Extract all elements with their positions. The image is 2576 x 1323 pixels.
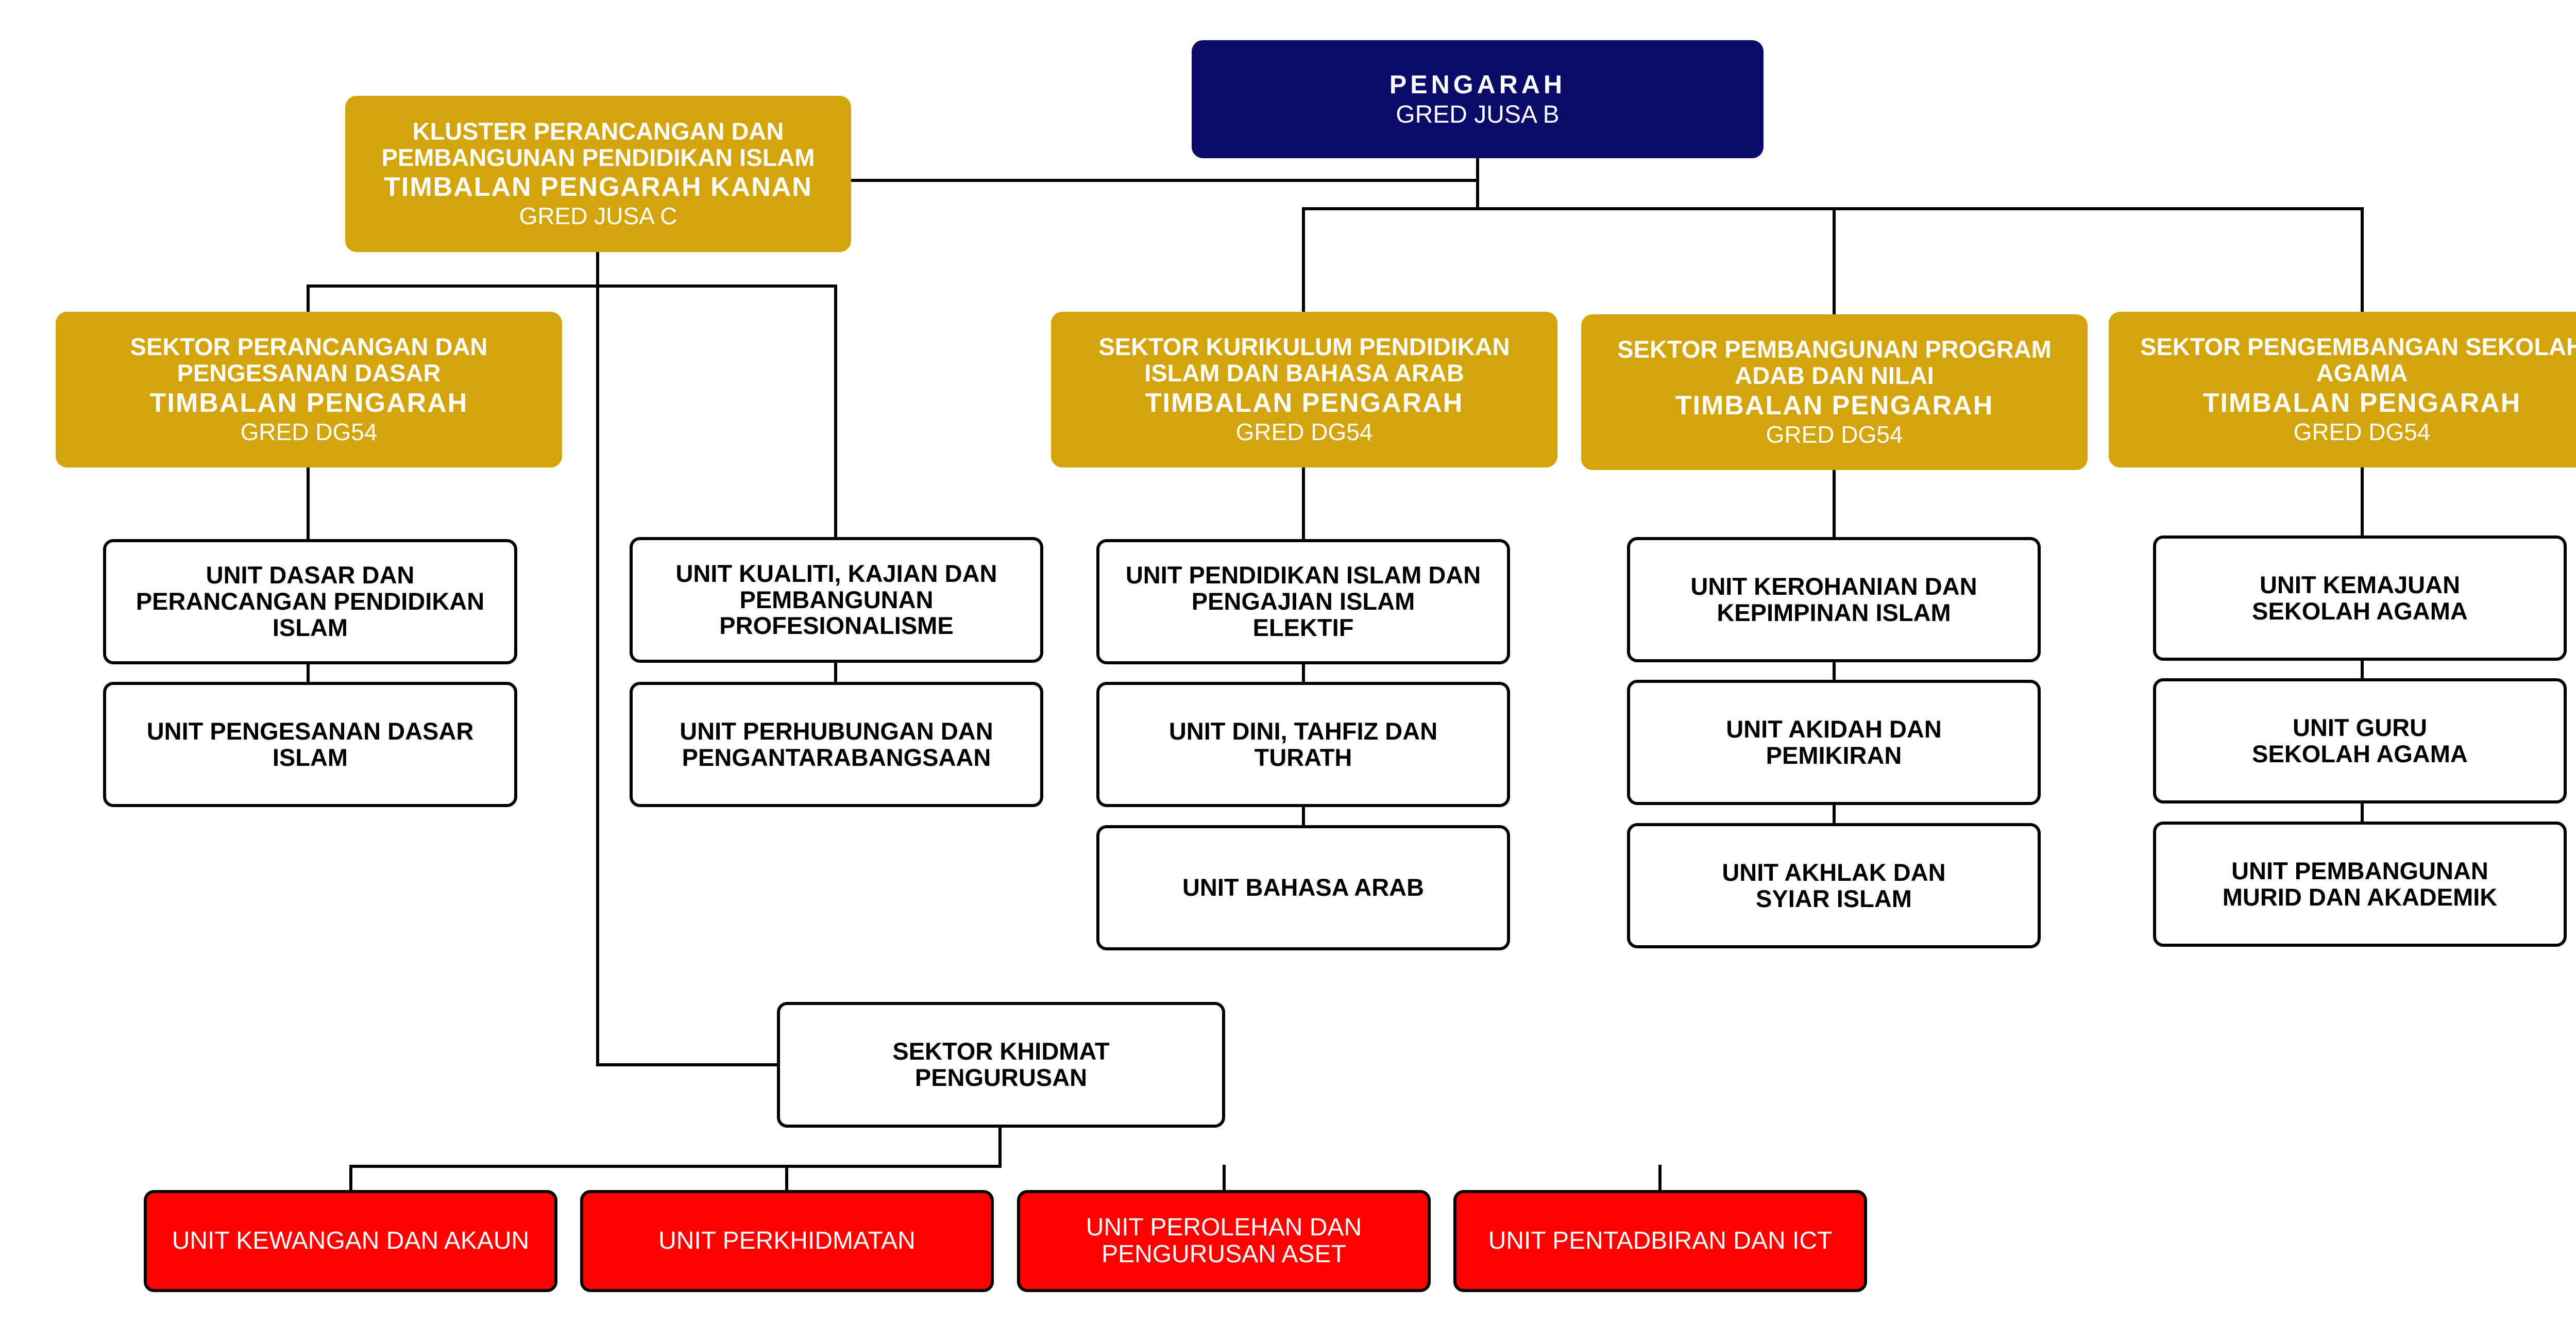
management-sector-name: SEKTOR KHIDMAT PENGURUSAN xyxy=(892,1037,1110,1091)
connector-management-units xyxy=(349,1124,1662,1192)
unit-name: UNIT PENTADBIRAN DAN ICT xyxy=(1488,1227,1833,1255)
unit-name: UNIT PENDIDIKAN ISLAM DAN PENGAJIAN ISLA… xyxy=(1125,561,1481,641)
unit-name: UNIT GURU SEKOLAH AGAMA xyxy=(2252,713,2468,767)
unit-name: UNIT KEROHANIAN DAN KEPIMPINAN ISLAM xyxy=(1690,572,1977,626)
sector-kurikulum-box: SEKTOR KURIKULUM PENDIDIKAN ISLAM DAN BA… xyxy=(1051,312,1557,467)
sector-name: SEKTOR PEMBANGUNAN PROGRAM ADAB DAN NILA… xyxy=(1617,336,2052,390)
unit-name: UNIT PENGESANAN DASAR ISLAM xyxy=(146,717,474,771)
connector-director-sectors xyxy=(1302,179,2364,316)
deputy-cluster-box: KLUSTER PERANCANGAN DAN PEMBANGUNAN PEND… xyxy=(345,96,851,252)
sector-role: TIMBALAN PENGARAH xyxy=(2202,388,2521,418)
unit-name: UNIT PEMBANGUNAN MURID DAN AKADEMIK xyxy=(2222,857,2498,911)
unit-pendidikan-islam-box: UNIT PENDIDIKAN ISLAM DAN PENGAJIAN ISLA… xyxy=(1096,539,1510,664)
unit-perolehan-box: UNIT PEROLEHAN DAN PENGURUSAN ASET xyxy=(1017,1190,1431,1292)
unit-pembangunan-murid-box: UNIT PEMBANGUNAN MURID DAN AKADEMIK xyxy=(2153,822,2567,947)
sector-role: TIMBALAN PENGARAH xyxy=(1145,388,1464,418)
unit-akidah-box: UNIT AKIDAH DAN PEMIKIRAN xyxy=(1627,680,2041,805)
unit-kewangan-box: UNIT KEWANGAN DAN AKAUN xyxy=(144,1190,557,1292)
unit-name: UNIT AKIDAH DAN PEMIKIRAN xyxy=(1726,715,1942,769)
sector-name: SEKTOR KURIKULUM PENDIDIKAN ISLAM DAN BA… xyxy=(1098,333,1510,387)
sector-role: TIMBALAN PENGARAH xyxy=(149,388,468,418)
unit-kerohanian-box: UNIT KEROHANIAN DAN KEPIMPINAN ISLAM xyxy=(1627,537,2041,662)
connector-deputy-branches xyxy=(307,249,837,1066)
unit-pentadbiran-box: UNIT PENTADBIRAN DAN ICT xyxy=(1453,1190,1867,1292)
unit-name: UNIT DASAR DAN PERANCANGAN PENDIDIKAN IS… xyxy=(135,561,485,641)
unit-pengesanan-box: UNIT PENGESANAN DASAR ISLAM xyxy=(103,682,517,807)
unit-name: UNIT AKHLAK DAN SYIAR ISLAM xyxy=(1722,858,1946,912)
unit-name: UNIT KEMAJUAN SEKOLAH AGAMA xyxy=(2252,571,2468,625)
unit-name: UNIT KUALITI, KAJIAN DAN PEMBANGUNAN PRO… xyxy=(675,559,997,640)
deputy-cluster-grade: GRED JUSA C xyxy=(519,203,677,230)
director-grade: GRED JUSA B xyxy=(1396,101,1560,128)
sector-name: SEKTOR PENGEMBANGAN SEKOLAH AGAMA xyxy=(2140,333,2576,387)
sector-pembangunan-program-box: SEKTOR PEMBANGUNAN PROGRAM ADAB DAN NILA… xyxy=(1581,314,2088,470)
sector-grade: GRED DG54 xyxy=(2293,418,2431,445)
unit-perhubungan-box: UNIT PERHUBUNGAN DAN PENGANTARABANGSAAN xyxy=(630,682,1043,807)
deputy-cluster-name: KLUSTER PERANCANGAN DAN PEMBANGUNAN PEND… xyxy=(381,117,815,171)
sector-grade: GRED DG54 xyxy=(1766,421,1903,448)
sector-grade: GRED DG54 xyxy=(240,418,378,445)
unit-perkhidmatan-box: UNIT PERKHIDMATAN xyxy=(580,1190,994,1292)
unit-name: UNIT PEROLEHAN DAN PENGURUSAN ASET xyxy=(1086,1214,1362,1268)
unit-name: UNIT KEWANGAN DAN AKAUN xyxy=(172,1227,530,1255)
unit-name: UNIT BAHASA ARAB xyxy=(1182,874,1425,901)
sector-grade: GRED DG54 xyxy=(1235,418,1373,445)
sector-khidmat-pengurusan-box: SEKTOR KHIDMAT PENGURUSAN xyxy=(777,1002,1225,1128)
unit-guru-box: UNIT GURU SEKOLAH AGAMA xyxy=(2153,678,2567,803)
unit-kualiti-box: UNIT KUALITI, KAJIAN DAN PEMBANGUNAN PRO… xyxy=(630,537,1043,663)
sector-name: SEKTOR PERANCANGAN DAN PENGESANAN DASAR xyxy=(130,333,488,387)
deputy-cluster-role: TIMBALAN PENGARAH KANAN xyxy=(384,172,812,203)
sector-role: TIMBALAN PENGARAH xyxy=(1675,390,1994,421)
unit-akhlak-box: UNIT AKHLAK DAN SYIAR ISLAM xyxy=(1627,823,2041,948)
unit-name: UNIT PERKHIDMATAN xyxy=(658,1227,916,1255)
unit-name: UNIT PERHUBUNGAN DAN PENGANTARABANGSAAN xyxy=(680,717,993,771)
sector-perancangan-box: SEKTOR PERANCANGAN DAN PENGESANAN DASAR … xyxy=(56,312,562,467)
unit-name: UNIT DINI, TAHFIZ DAN TURATH xyxy=(1168,717,1438,771)
sector-pengembangan-box: SEKTOR PENGEMBANGAN SEKOLAH AGAMA TIMBAL… xyxy=(2109,312,2576,467)
director-title: PENGARAH xyxy=(1389,70,1566,99)
unit-kemajuan-box: UNIT KEMAJUAN SEKOLAH AGAMA xyxy=(2153,535,2567,661)
connector-director-deputy xyxy=(847,156,1479,182)
unit-bahasa-arab-box: UNIT BAHASA ARAB xyxy=(1096,825,1510,950)
unit-dini-box: UNIT DINI, TAHFIZ DAN TURATH xyxy=(1096,682,1510,807)
director-box: PENGARAH GRED JUSA B xyxy=(1192,40,1764,158)
unit-dasar-box: UNIT DASAR DAN PERANCANGAN PENDIDIKAN IS… xyxy=(103,539,517,664)
